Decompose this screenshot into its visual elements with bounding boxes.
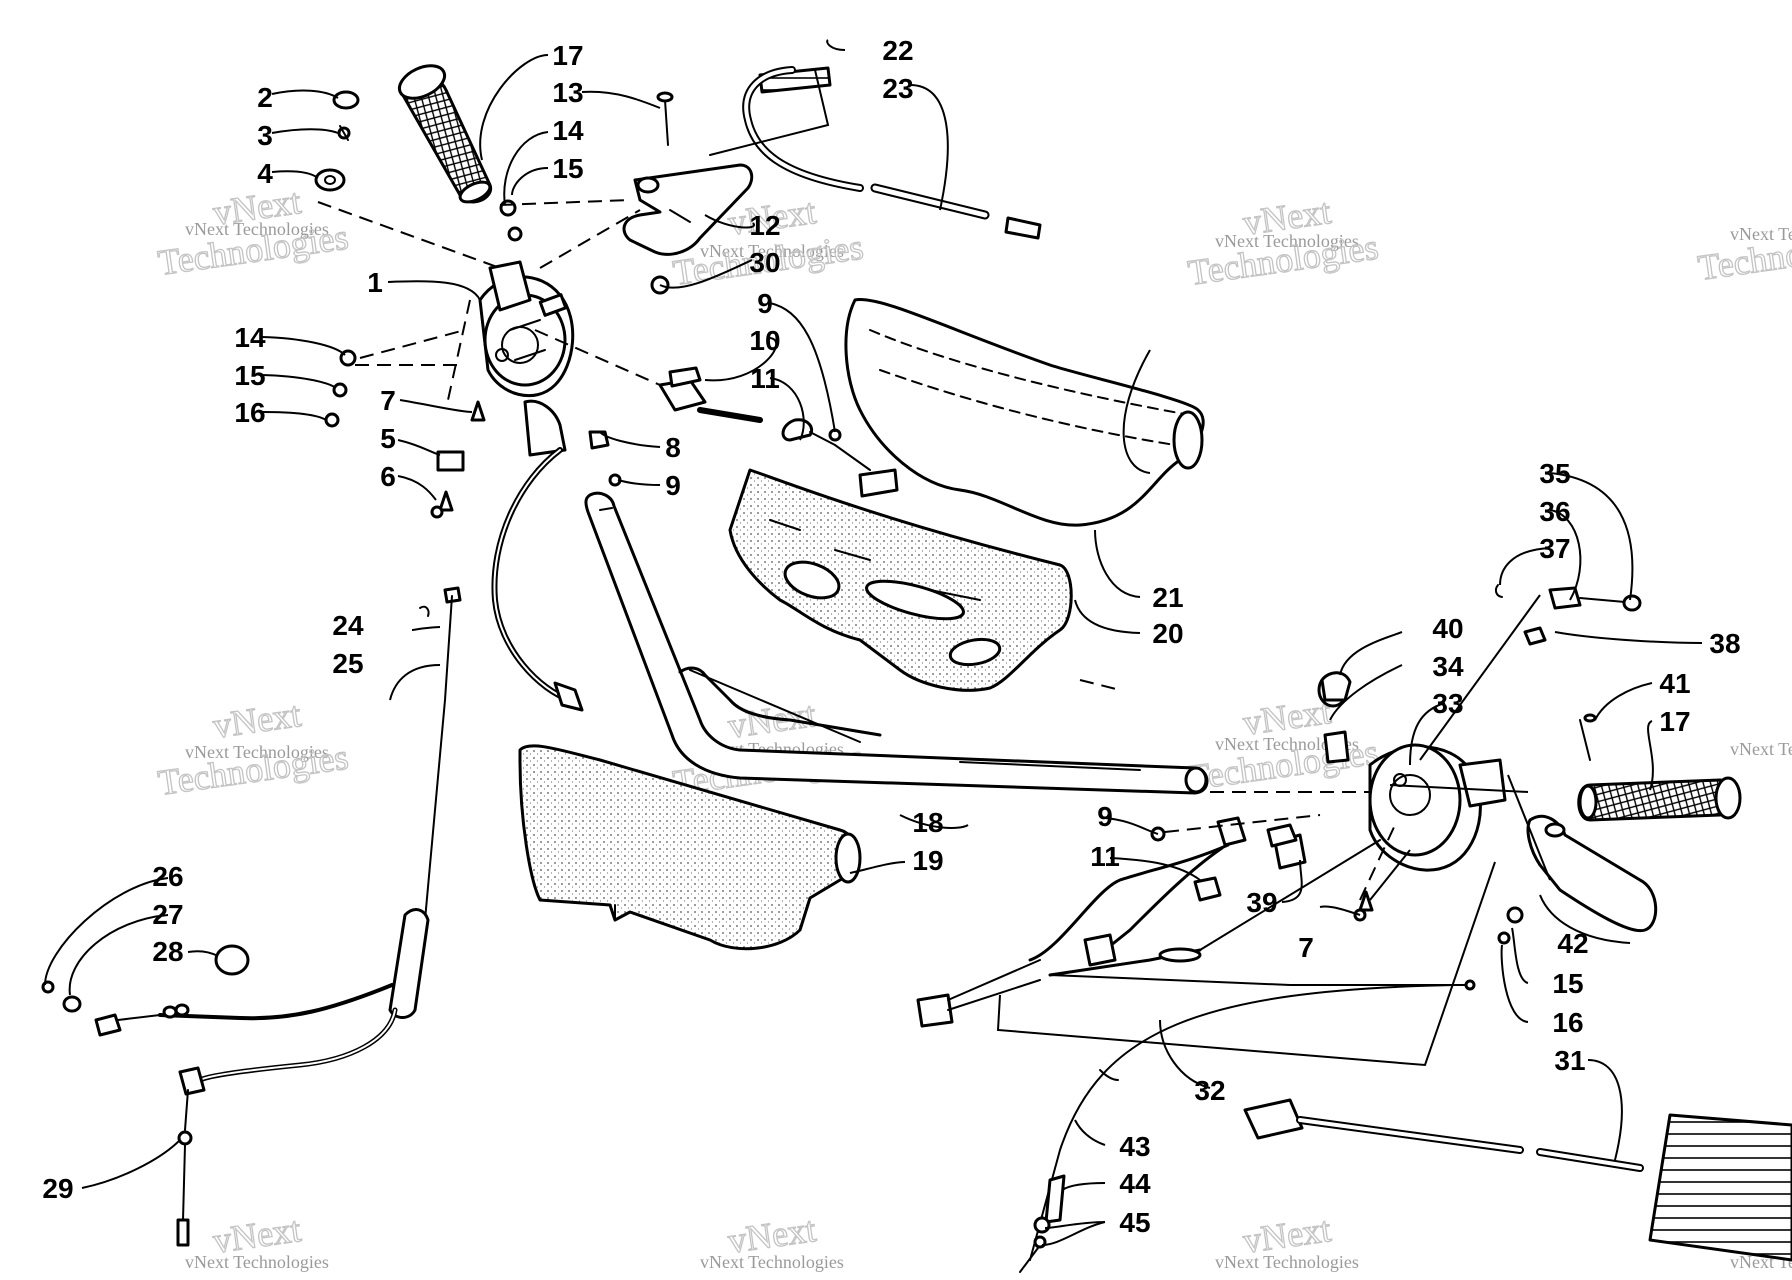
callout-labels: 1 2 3 4 14 15 16 7 5 6 17 13 14 15 22 23… [42,35,1740,1238]
callout-17: 17 [552,40,583,71]
callout-38: 38 [1709,628,1740,659]
callout-15: 15 [1552,968,1583,999]
callout-41: 41 [1659,668,1690,699]
callout-18: 18 [912,807,943,838]
callout-28: 28 [152,936,183,967]
heater-element-part [1243,1098,1792,1262]
callout-2: 2 [257,82,273,113]
callout-13: 13 [552,77,583,108]
callout-20: 20 [1152,618,1183,649]
bracket-lines [996,594,1551,1067]
watermark-text: vNext [211,694,304,746]
callout-15: 15 [552,153,583,184]
callout-24: 24 [332,610,364,641]
watermark-text: vNext Technologies [1215,1252,1359,1272]
callout-4: 4 [257,158,273,189]
watermark-text: vNext Technologies [1730,739,1792,759]
callout-36: 36 [1539,496,1570,527]
callout-23: 23 [882,73,913,104]
throttle-cable-part [41,586,462,1247]
throttle-lever-part [622,163,754,256]
callout-8: 8 [665,432,681,463]
callout-22: 22 [882,35,913,66]
callout-31: 31 [1554,1045,1585,1076]
callout-19: 19 [912,845,943,876]
assembly-lines [317,199,1396,901]
callout-25: 25 [332,648,363,679]
handlebar-part [584,491,1209,795]
right-wiring-harness-part [916,839,1476,1028]
callout-6: 6 [380,461,396,492]
callout-7: 7 [380,385,396,416]
watermark-text: vNext Technologies [700,1252,844,1272]
callout-43: 43 [1119,1131,1150,1162]
callout-34: 34 [1432,651,1464,682]
grip-heater-wire-part [709,66,1042,240]
callout-45: 45 [1119,1207,1150,1238]
callout-33: 33 [1432,688,1463,719]
watermark-text: vNext Technologies [185,219,329,239]
watermark-text: vNext Technologies [185,742,329,762]
callout-11: 11 [1090,841,1120,872]
callout-9: 9 [757,288,773,319]
left-switch-housing-part [478,260,575,398]
right-grip-part [1577,776,1742,822]
dimmer-switch-part [491,366,899,712]
callout-15: 15 [234,360,265,391]
watermark-text: vNext Technologies [700,241,844,261]
callout-3: 3 [257,120,273,151]
callout-29: 29 [42,1173,73,1204]
callout-27: 27 [152,899,183,930]
right-switch-housing-part [1368,743,1507,872]
callout-21: 21 [1152,582,1183,613]
throttle-cable-right-part [1019,984,1456,1273]
hand-warmer-cover-part [844,298,1205,527]
callout-14: 14 [234,322,266,353]
crossbar-pad-part [728,468,1073,692]
leader-lines [44,39,1703,1246]
brake-lever-part [1526,814,1658,933]
callout-9: 9 [665,470,681,501]
callout-42: 42 [1557,928,1588,959]
callout-35: 35 [1539,458,1570,489]
callout-26: 26 [152,861,183,892]
callout-9: 9 [1097,801,1113,832]
left-grip-part [397,64,493,204]
callout-17: 17 [1659,706,1690,737]
callout-39: 39 [1246,887,1277,918]
watermark-text: vNext Technologies [1730,224,1792,244]
callout-7: 7 [1298,932,1314,963]
callout-10: 10 [749,325,780,356]
callout-1: 1 [367,267,383,298]
callout-12: 12 [749,210,780,241]
callout-37: 37 [1539,533,1570,564]
callout-32: 32 [1194,1075,1225,1106]
watermark-text: vNext Technologies [1215,231,1359,251]
callout-5: 5 [380,423,396,454]
callout-16: 16 [234,397,265,428]
callout-44: 44 [1119,1168,1151,1199]
watermark-text: vNext Technologies [1215,734,1359,754]
callout-30: 30 [749,247,780,278]
watermark-text: vNext Technologies [185,1252,329,1272]
left-hardware-part [314,90,842,519]
callout-14: 14 [552,115,584,146]
callout-16: 16 [1552,1007,1583,1038]
callout-40: 40 [1432,613,1463,644]
callout-11: 11 [750,363,780,394]
right-hardware-part [1150,584,1642,945]
handlebar-pad-part [518,744,862,951]
